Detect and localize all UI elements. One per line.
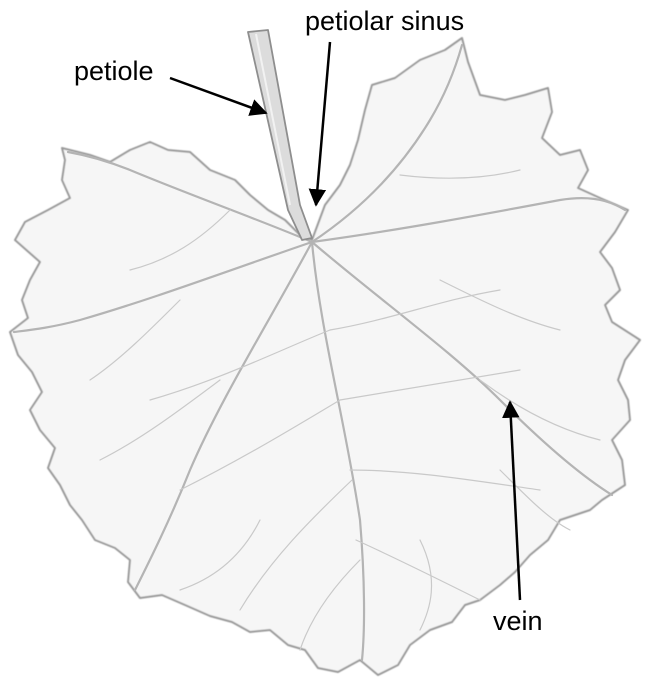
leaf-blade bbox=[10, 38, 640, 675]
label-vein: vein bbox=[493, 608, 543, 635]
label-petiolar-sinus: petiolar sinus bbox=[305, 8, 464, 35]
label-petiole: petiole bbox=[74, 58, 154, 85]
petiolar-sinus-arrow bbox=[316, 42, 330, 205]
petiole-arrow bbox=[170, 78, 266, 113]
